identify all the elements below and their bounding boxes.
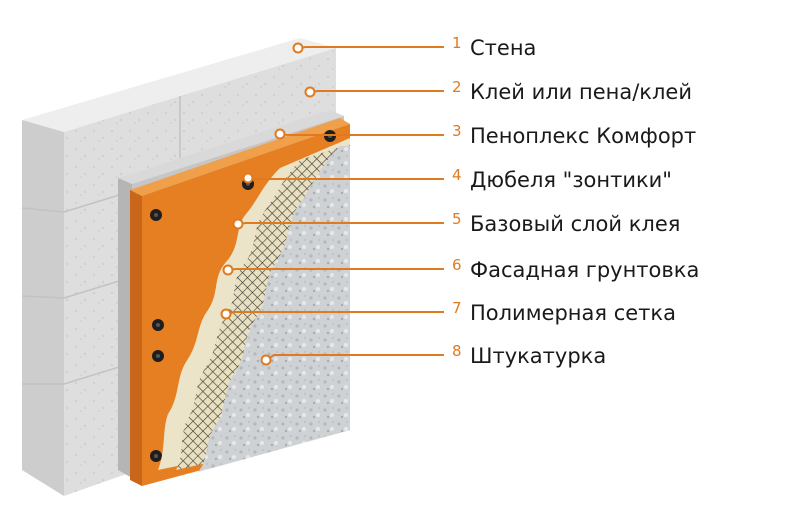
legend-number-7: 7 (452, 299, 462, 317)
legend-label-5: Базовый слой клея (470, 212, 681, 236)
umbrella-dowel (150, 130, 336, 462)
leader-dot-2 (304, 86, 316, 98)
legend-label-6: Фасадная грунтовка (470, 258, 700, 282)
leader-dot-6 (222, 264, 234, 276)
leader-lines (220, 42, 444, 366)
legend-label-8: Штукатурка (470, 344, 607, 368)
legend-label-1: Стена (470, 36, 537, 60)
leader-dot-3 (274, 128, 286, 140)
leader-line-3 (279, 133, 444, 136)
leader-line-5 (237, 222, 444, 225)
legend-number-8: 8 (452, 342, 462, 360)
leader-line-2 (309, 90, 444, 93)
legend-number-1: 1 (452, 34, 462, 52)
leader-dot-7 (220, 308, 232, 320)
plaster-layer (198, 146, 350, 472)
legend-number-6: 6 (452, 256, 462, 274)
legend-number-5: 5 (452, 210, 462, 228)
leader-dot-8 (260, 354, 272, 366)
legend-number-3: 3 (452, 122, 462, 140)
legend-number-2: 2 (452, 78, 462, 96)
legend-label-2: Клей или пена/клей (470, 80, 692, 104)
leader-dot-4 (242, 172, 254, 184)
legend-label-3: Пеноплекс Комфорт (470, 124, 697, 148)
leader-line-1 (297, 46, 444, 49)
legend-number-4: 4 (452, 166, 462, 184)
leader-line-6 (227, 268, 444, 271)
leader-line-4 (247, 177, 444, 180)
legend-label-7: Полимерная сетка (470, 301, 676, 325)
legend-label-4: Дюбеля "зонтики" (470, 168, 672, 192)
leader-dot-5 (232, 218, 244, 230)
leader-dot-1 (292, 42, 304, 54)
